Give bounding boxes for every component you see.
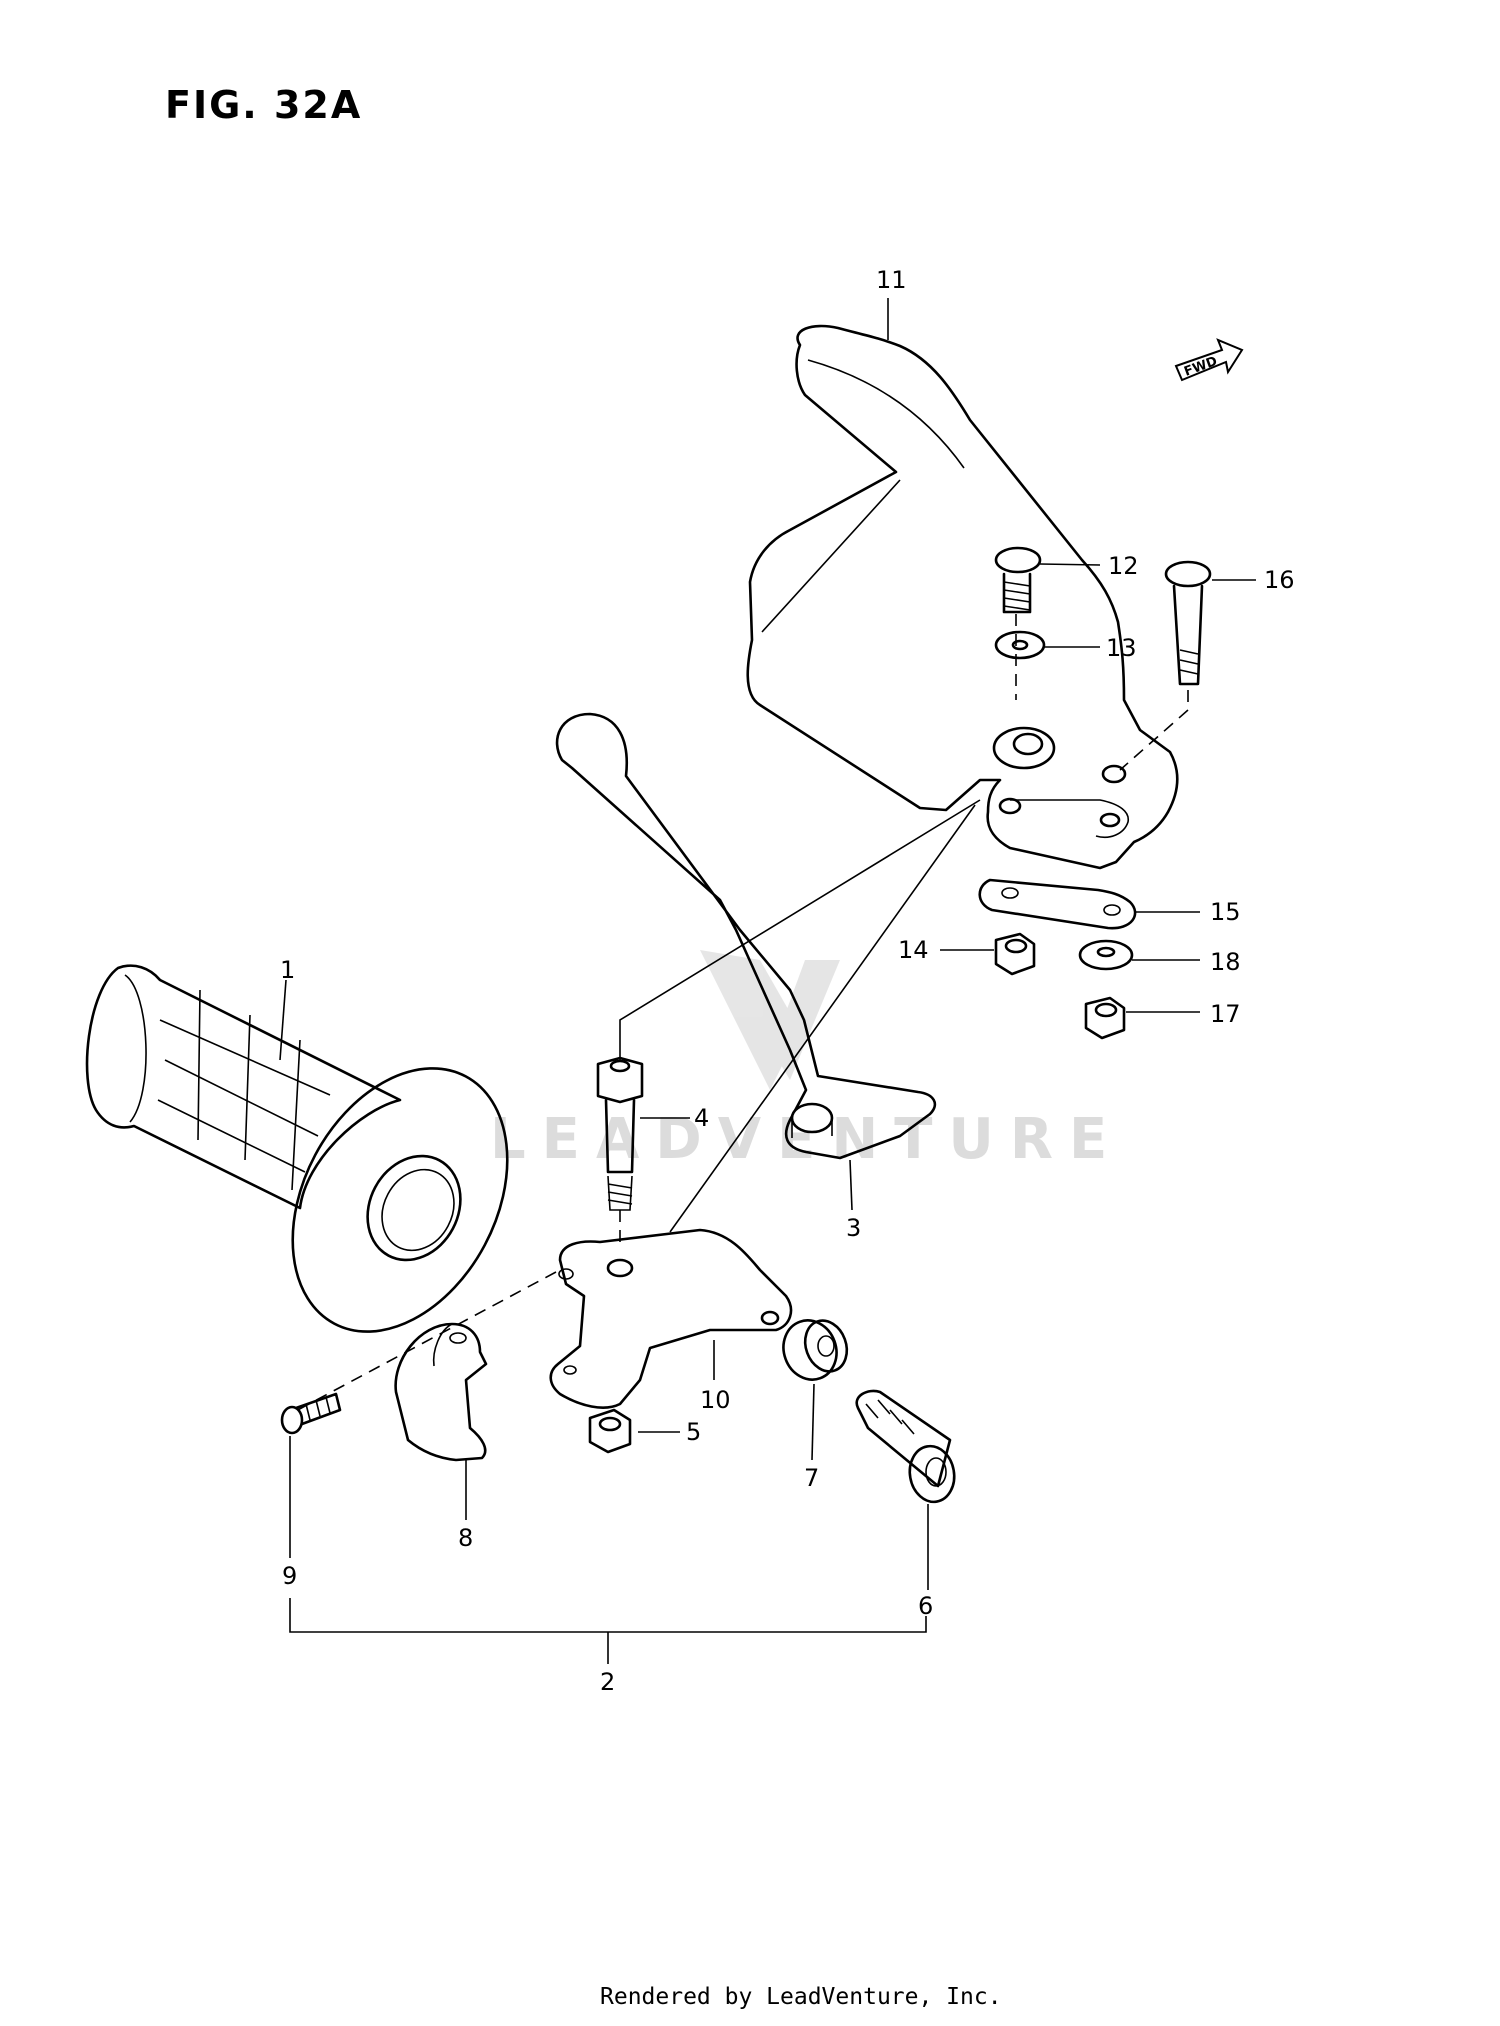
callout-18: 18 — [1210, 948, 1241, 976]
part-washer-13 — [994, 630, 1046, 660]
assembly-lines — [293, 614, 1189, 1413]
part-grip-1 — [85, 964, 509, 1333]
leader-lines — [279, 298, 1256, 1664]
part-nut-17 — [1084, 996, 1126, 1040]
part-lever-3 — [555, 712, 937, 1160]
figure-title: FIG. 32A — [165, 83, 362, 127]
callout-3: 3 — [846, 1214, 861, 1242]
callout-13: 13 — [1106, 634, 1137, 662]
callout-6: 6 — [918, 1592, 933, 1620]
callout-15: 15 — [1210, 898, 1241, 926]
callout-9: 9 — [282, 1562, 297, 1590]
callout-5: 5 — [686, 1418, 701, 1446]
callout-10: 10 — [700, 1386, 731, 1414]
callout-17: 17 — [1210, 1000, 1241, 1028]
callout-1: 1 — [280, 956, 295, 984]
callout-11: 11 — [876, 266, 907, 294]
forward-arrow-icon: FWD — [1174, 338, 1244, 382]
callout-2: 2 — [600, 1668, 615, 1696]
callout-8: 8 — [458, 1524, 473, 1552]
part-nut-5 — [588, 1408, 632, 1454]
part-locknut-7 — [782, 1319, 849, 1381]
part-bolt-16 — [1164, 560, 1212, 686]
part-hand-guard — [746, 324, 1179, 870]
part-nut-14 — [994, 932, 1036, 976]
part-screw-9 — [280, 1392, 342, 1435]
callout-labels: 11 12 13 16 15 14 18 17 1 4 3 5 10 7 8 9… — [280, 266, 1295, 1696]
watermark: LEADVENTURE — [490, 950, 1107, 1172]
part-washer-18 — [1078, 939, 1134, 971]
part-lever-holder-10 — [549, 1228, 793, 1409]
callout-12: 12 — [1108, 552, 1139, 580]
part-adjuster-6 — [855, 1389, 956, 1504]
callout-7: 7 — [804, 1464, 819, 1492]
part-clamp-8 — [394, 1322, 488, 1462]
callout-16: 16 — [1264, 566, 1295, 594]
callout-4: 4 — [694, 1104, 709, 1132]
callout-14: 14 — [898, 936, 929, 964]
part-plate-15 — [978, 878, 1137, 930]
footer-credit: Rendered by LeadVenture, Inc. — [600, 1984, 1002, 2010]
part-screw-12 — [994, 546, 1042, 614]
